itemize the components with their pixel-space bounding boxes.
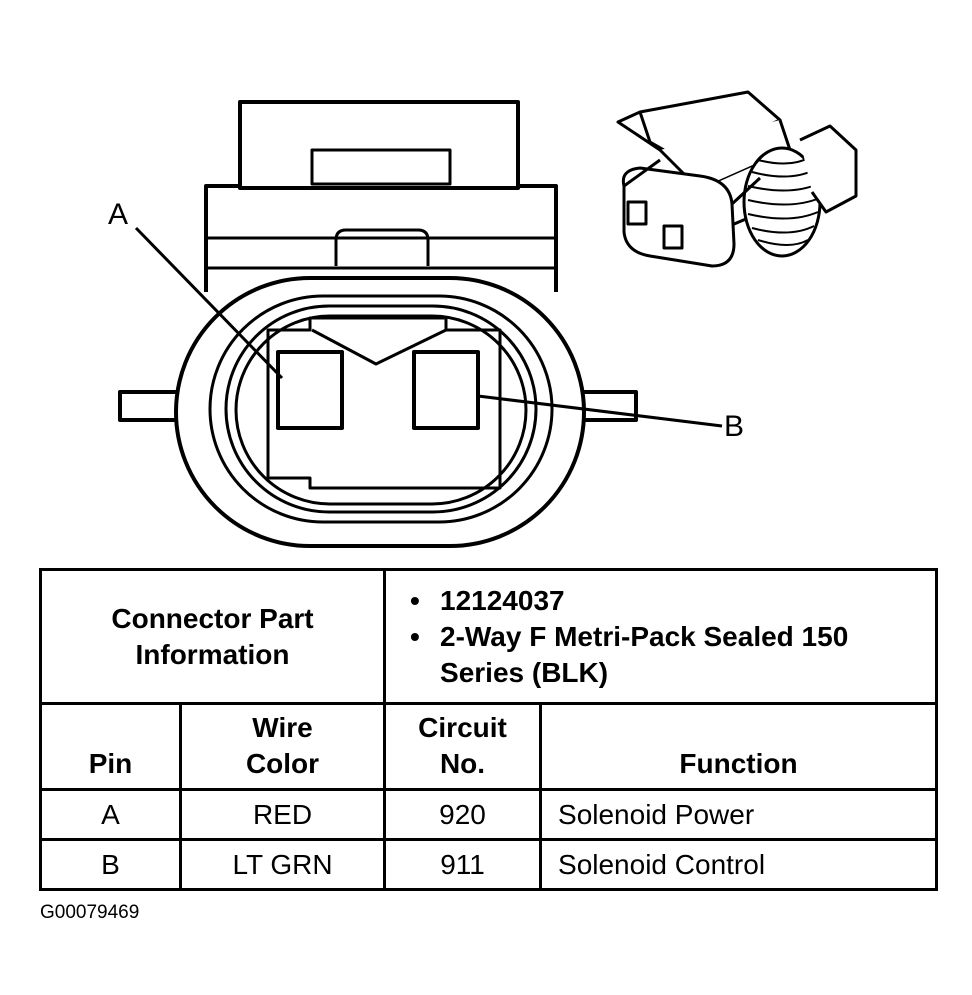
part-description: 2-Way F Metri-Pack Sealed 150 Series (BL… xyxy=(410,619,935,691)
row-b-pin: B xyxy=(39,838,182,891)
row-b-circuit: 911 xyxy=(383,838,543,891)
table-row: A RED 920 Solenoid Power xyxy=(39,788,939,841)
header-pin: Pin xyxy=(39,702,182,791)
pin-a-terminal xyxy=(276,350,344,430)
row-b-wire-color: LT GRN xyxy=(178,838,387,891)
part-info-list: 12124037 2-Way F Metri-Pack Sealed 150 S… xyxy=(386,583,935,691)
callout-a-label: A xyxy=(108,198,129,231)
row-b-function: Solenoid Control xyxy=(539,838,939,891)
connector-diagram xyxy=(118,90,858,548)
row-a-wire-color: RED xyxy=(178,788,387,841)
table-row: B LT GRN 911 Solenoid Control xyxy=(39,838,939,891)
part-info-label: Connector Part Information xyxy=(38,568,387,705)
connector-face-view xyxy=(118,100,638,548)
header-function: Function xyxy=(539,702,939,791)
iso-cavity-a xyxy=(626,200,648,226)
pin-b-terminal xyxy=(412,350,480,430)
row-a-function: Solenoid Power xyxy=(539,788,939,841)
part-info-cell: 12124037 2-Way F Metri-Pack Sealed 150 S… xyxy=(383,568,939,705)
part-info-row: Connector Part Information 12124037 2-Wa… xyxy=(38,568,939,705)
callout-b-leader xyxy=(477,394,723,428)
header-wire-color: Wire Color xyxy=(178,702,387,791)
column-header-row: Pin Wire Color Circuit No. Function xyxy=(39,702,939,791)
part-number: 12124037 xyxy=(410,583,935,619)
iso-cavity-b xyxy=(662,224,684,250)
connector-isometric-view xyxy=(616,90,858,268)
header-circuit: Circuit No. xyxy=(383,702,543,791)
connector-info-table: Connector Part Information 12124037 2-Wa… xyxy=(38,568,939,891)
row-a-pin: A xyxy=(39,788,182,841)
callout-b-label: B xyxy=(724,410,745,443)
figure-id: G00079469 xyxy=(40,902,140,923)
row-a-circuit: 920 xyxy=(383,788,543,841)
callout-a-leader xyxy=(134,226,284,380)
